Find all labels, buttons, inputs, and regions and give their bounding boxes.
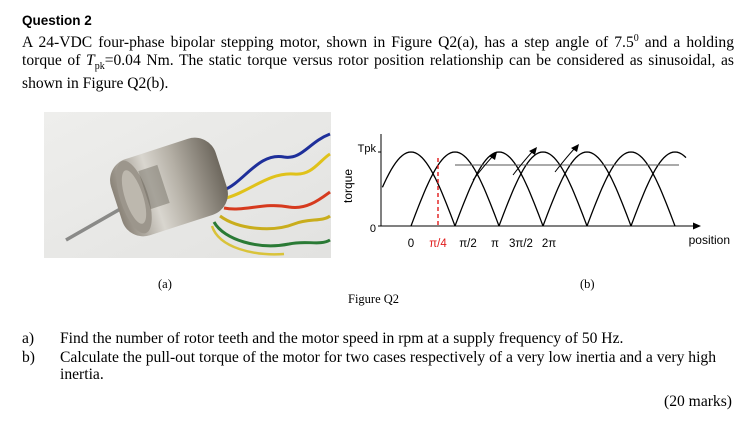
rotation-arrow-head-2	[529, 147, 537, 155]
torque-curve-1	[381, 151, 456, 227]
marks: (20 marks)	[664, 393, 732, 410]
y-tick-zero: 0	[370, 223, 376, 235]
caption-a: (a)	[158, 277, 172, 291]
torque-curve-2	[410, 151, 500, 227]
x-axis-arrow	[693, 222, 701, 230]
rotation-arrow-head-3	[571, 144, 579, 152]
x-tick-pi-2: π/2	[459, 238, 477, 250]
x-tick-pi-4: π/4	[429, 238, 447, 250]
torque-curve-4	[498, 151, 588, 227]
x-tick-0: 0	[408, 238, 414, 250]
caption-b: (b)	[580, 277, 595, 291]
x-tick-3pi-2: 3π/2	[509, 238, 533, 250]
question-intro: A 24-VDC four-phase bipolar stepping mot…	[22, 33, 735, 93]
figure-caption: Figure Q2	[348, 292, 400, 306]
question-parts: a) Find the number of rotor teeth and th…	[22, 330, 734, 385]
torque-curve-3	[454, 151, 544, 227]
torque-curve-7	[630, 151, 687, 227]
x-tick-2pi: 2π	[542, 238, 556, 250]
part-a: a) Find the number of rotor teeth and th…	[22, 330, 734, 348]
torque-curve-6	[586, 151, 676, 227]
part-b-letter: b)	[22, 348, 35, 366]
rotation-arrow-head-1	[489, 152, 497, 160]
y-axis-label: torque	[341, 169, 355, 203]
part-a-text: Find the number of rotor teeth and the m…	[60, 330, 624, 347]
torque-position-chart: torque Tpk 0 0 π/4 π/2 π 3π/2 2π positio…	[341, 134, 730, 250]
torque-curves	[381, 151, 687, 227]
stepper-motor-photo	[44, 112, 331, 258]
part-b: b) Calculate the pull-out torque of the …	[22, 349, 734, 384]
y-tick-tpk: Tpk	[358, 143, 377, 155]
part-a-letter: a)	[22, 330, 35, 347]
rotation-arrow-3	[554, 145, 578, 173]
rotor-position-arrows	[472, 144, 579, 181]
rotation-arrow-2	[512, 148, 536, 176]
torque-curve-5	[542, 151, 632, 227]
x-tick-pi: π	[491, 238, 499, 250]
part-b-text: Calculate the pull-out torque of the mot…	[60, 348, 717, 384]
x-axis-label: position	[689, 233, 730, 247]
question-heading: Question 2	[22, 13, 92, 28]
rotation-arrow-1	[472, 153, 496, 181]
